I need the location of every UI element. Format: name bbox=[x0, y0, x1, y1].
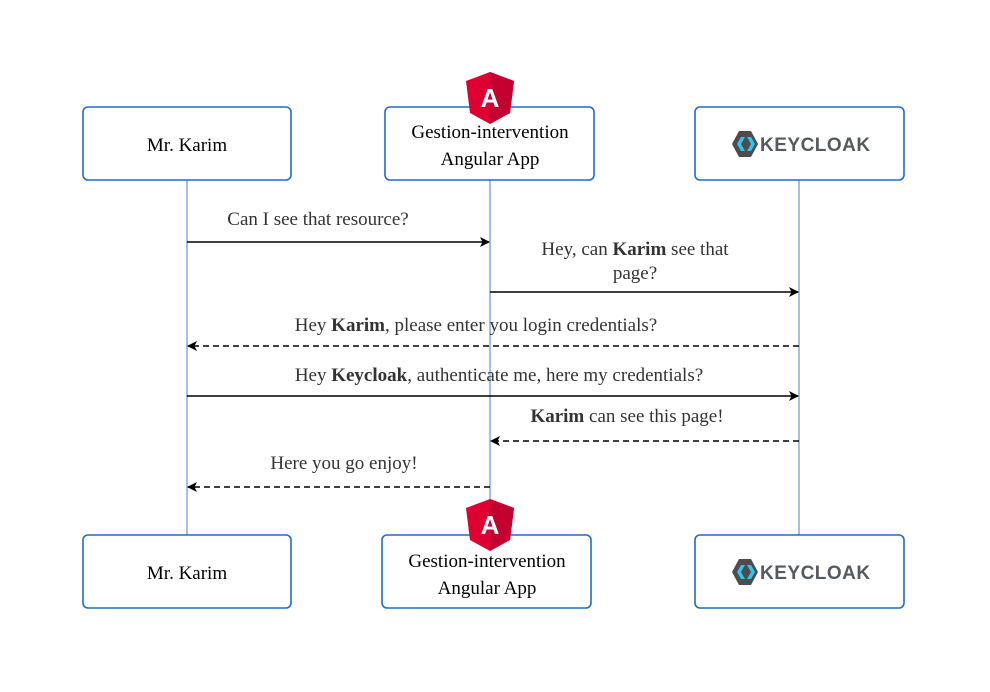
message-6: Here you go enjoy! bbox=[187, 453, 490, 492]
angular-logo-icon: A bbox=[466, 72, 514, 124]
participant-keycloak-top: KEYCLOAK bbox=[694, 106, 905, 181]
participant-app-bottom: Gestion-intervention Angular App A bbox=[381, 499, 592, 609]
message-4-label: Hey Keycloak, authenticate me, here my c… bbox=[295, 365, 703, 386]
keycloak-logo-icon bbox=[732, 131, 758, 157]
svg-text:A: A bbox=[481, 83, 500, 113]
message-4: Hey Keycloak, authenticate me, here my c… bbox=[187, 365, 799, 401]
angular-logo-icon: A bbox=[466, 499, 514, 551]
message-6-label: Here you go enjoy! bbox=[270, 453, 417, 474]
keycloak-logo-text: KEYCLOAK bbox=[760, 135, 871, 156]
participant-app-top: Gestion-intervention Angular App A bbox=[384, 72, 595, 181]
participant-user-bottom: Mr. Karim bbox=[82, 534, 292, 609]
message-5: Karim can see this page! bbox=[490, 406, 799, 446]
message-2: Hey, can Karim see that page? bbox=[490, 239, 799, 297]
message-5-label: Karim can see this page! bbox=[530, 406, 723, 427]
participant-app-label-line1: Gestion-intervention bbox=[411, 122, 569, 143]
message-1: Can I see that resource? bbox=[187, 209, 490, 247]
participant-app-label-line2: Angular App bbox=[441, 149, 540, 170]
svg-text:A: A bbox=[481, 510, 500, 540]
participant-user-label: Mr. Karim bbox=[147, 563, 227, 584]
participant-keycloak-bottom: KEYCLOAK bbox=[694, 534, 905, 609]
keycloak-logo-icon bbox=[732, 559, 758, 585]
message-2-label-line1: Hey, can Karim see that bbox=[541, 239, 729, 260]
participant-app-label-line1: Gestion-intervention bbox=[408, 551, 566, 572]
message-1-label: Can I see that resource? bbox=[227, 209, 408, 230]
participant-app-label-line2: Angular App bbox=[438, 578, 537, 599]
message-2-label-line2: page? bbox=[613, 263, 657, 284]
message-3-label: Hey Karim, please enter you login creden… bbox=[295, 315, 657, 336]
participant-user-label: Mr. Karim bbox=[147, 135, 227, 156]
participant-user-top: Mr. Karim bbox=[82, 106, 292, 181]
message-3: Hey Karim, please enter you login creden… bbox=[187, 315, 799, 351]
keycloak-logo-text: KEYCLOAK bbox=[760, 563, 871, 584]
